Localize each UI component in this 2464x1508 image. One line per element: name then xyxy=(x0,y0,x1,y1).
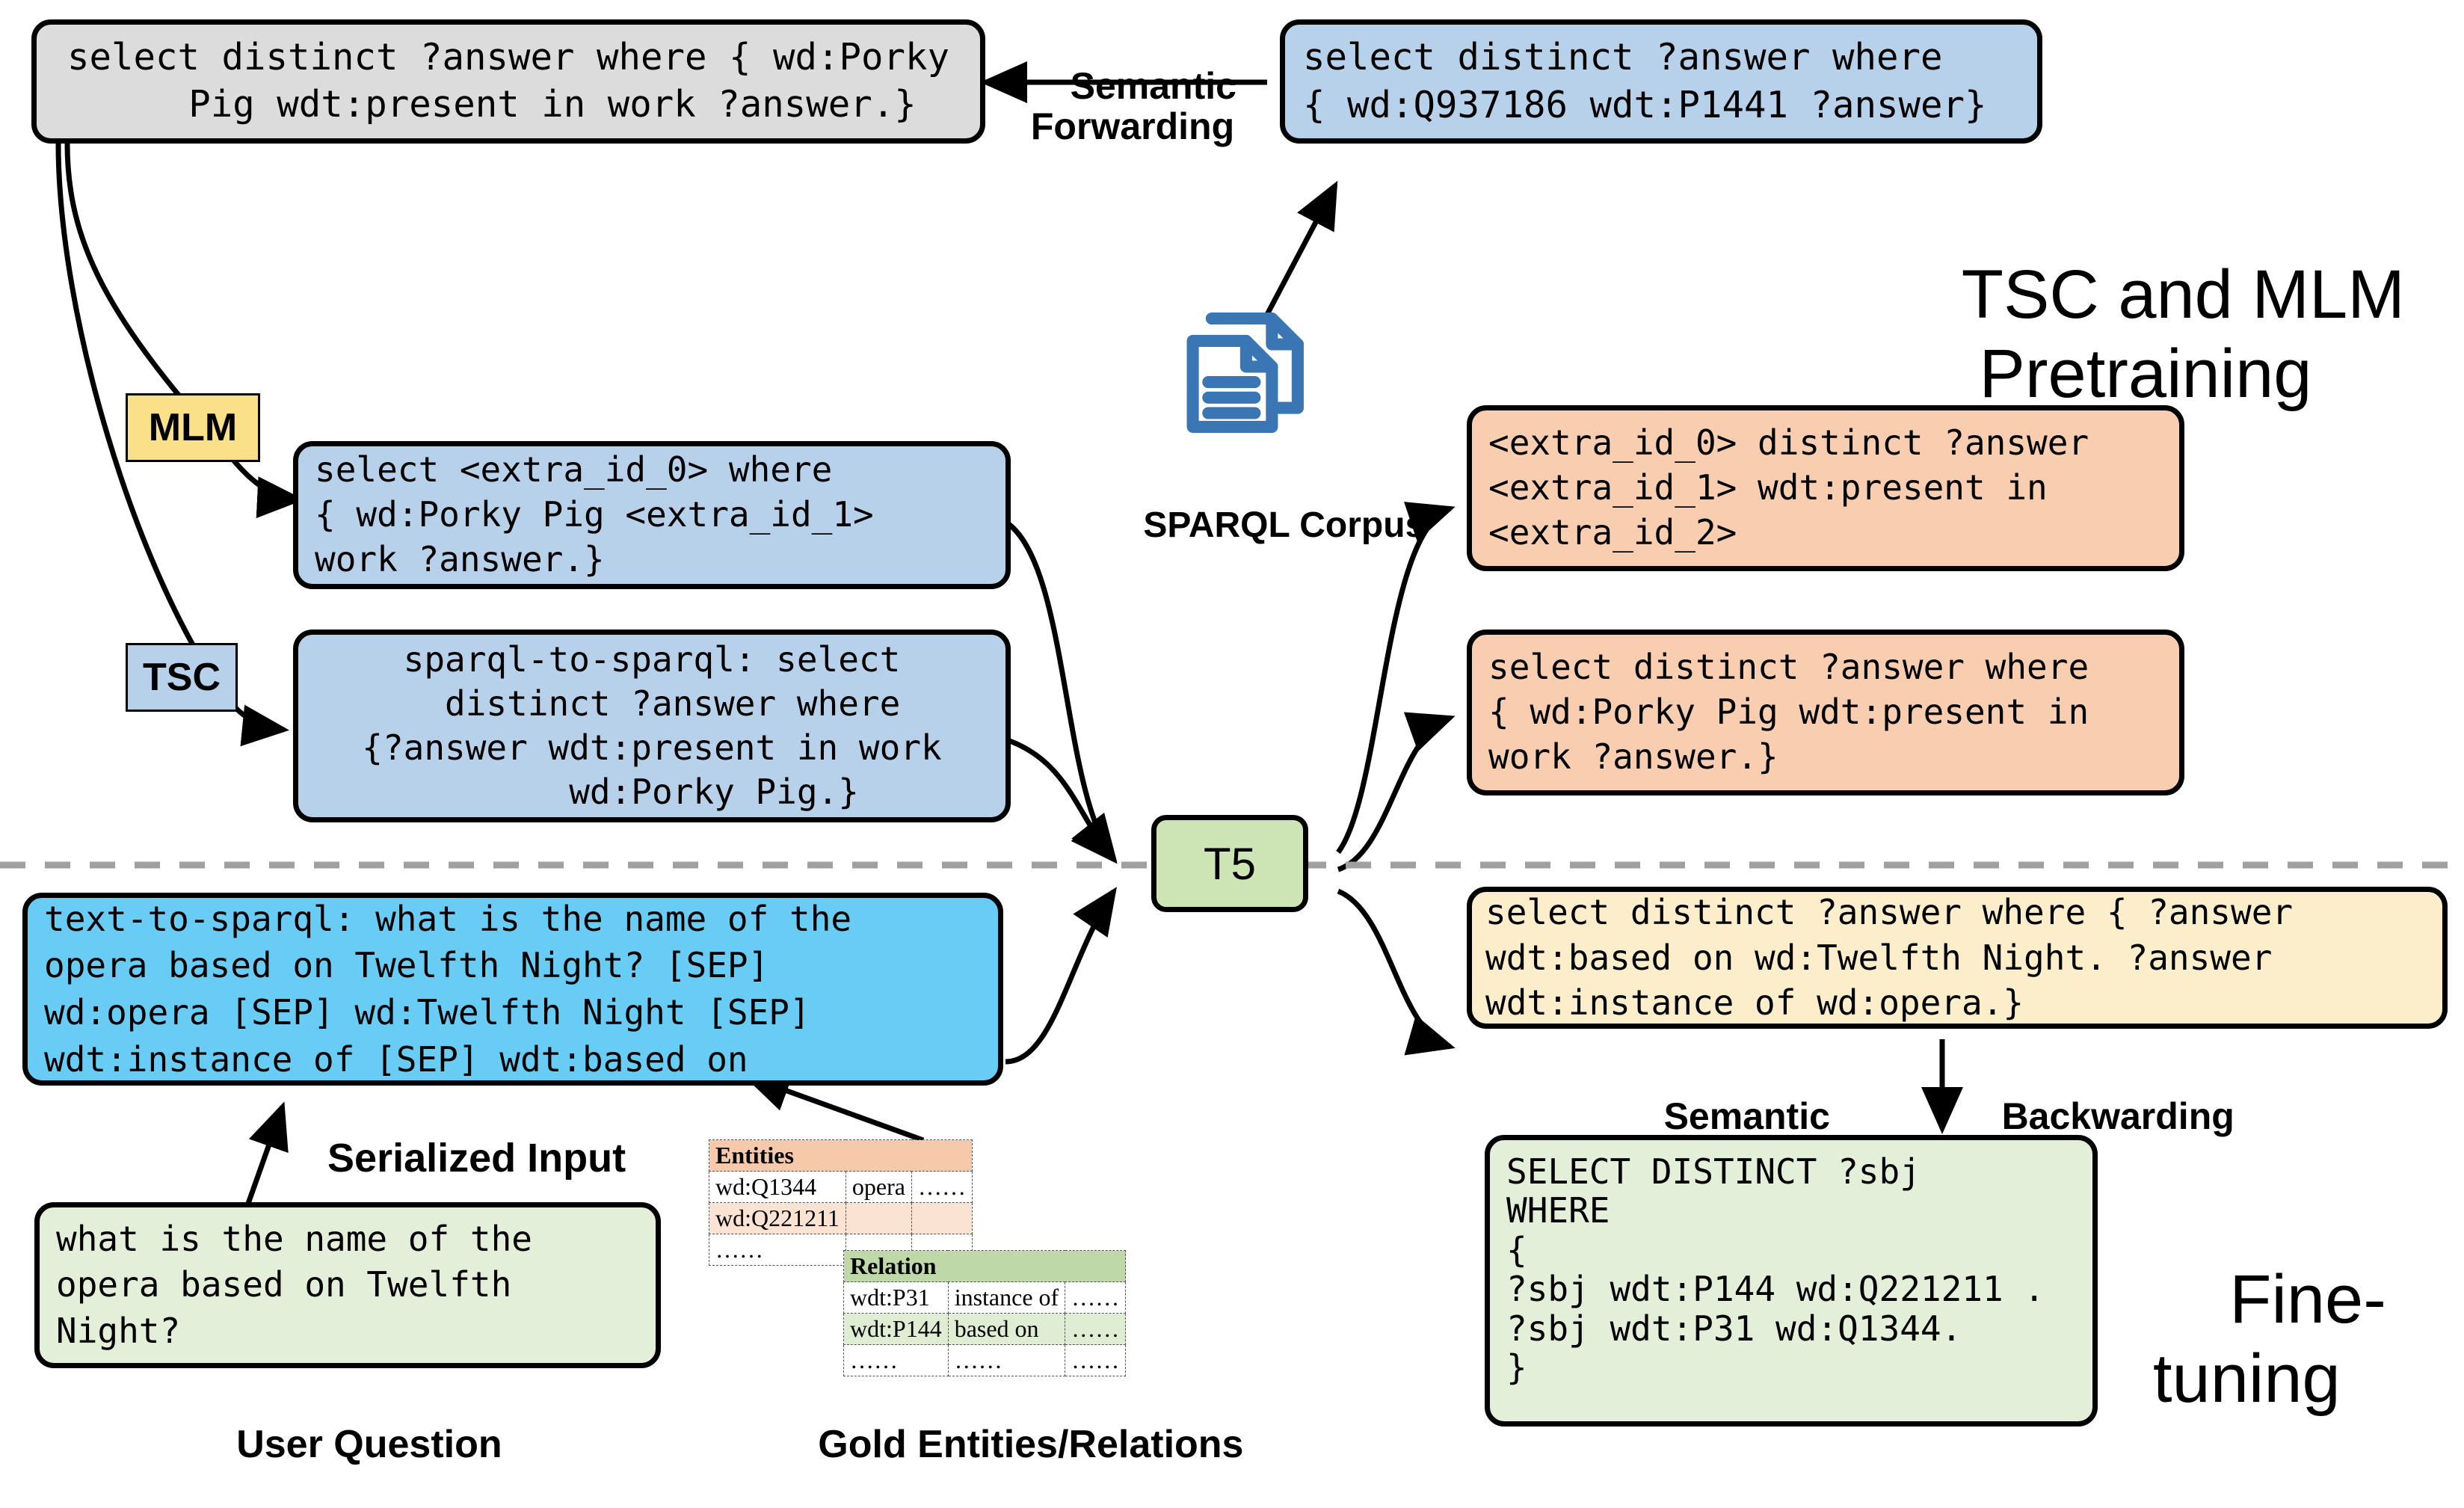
user-question-box: what is the name of the opera based on T… xyxy=(34,1202,661,1368)
semantic-forwarding-label: Semantic Forwarding xyxy=(1030,65,1236,147)
finetune-output-box: select distinct ?answer where { ?answer … xyxy=(1467,887,2448,1029)
tsc-badge-label: TSC xyxy=(143,656,221,699)
entity-id: …… xyxy=(709,1234,846,1266)
arrow-serialized-to-t5 xyxy=(1005,887,1117,1065)
forwarded-sparql-text: select distinct ?answer where { wd:Q9371… xyxy=(1303,36,1987,126)
table-row: wdt:P144 based on …… xyxy=(843,1313,1127,1345)
finetune-output-text: select distinct ?answer where { ?answer … xyxy=(1485,891,2294,1024)
arrow-tsc-to-t5 xyxy=(1006,737,1118,864)
sparql-corpus-icon xyxy=(1155,284,1327,456)
relation-header: Relation xyxy=(843,1250,1127,1282)
relation-more: …… xyxy=(1065,1344,1127,1376)
diagram-canvas: select distinct ?answer where { wd:Porky… xyxy=(0,19,2464,1465)
forwarded-sparql-box: select distinct ?answer where { wd:Q9371… xyxy=(1280,19,2042,144)
final-sparql-text: SELECT DISTINCT ?sbj WHERE { ?sbj wdt:P1… xyxy=(1506,1151,2045,1388)
relation-label: …… xyxy=(947,1344,1066,1376)
entities-header: Entities xyxy=(709,1139,973,1172)
mlm-badge-label: MLM xyxy=(148,406,238,449)
source-sparql-box: select distinct ?answer where { wd:Porky… xyxy=(31,19,985,144)
final-sparql-box: SELECT DISTINCT ?sbj WHERE { ?sbj wdt:P1… xyxy=(1485,1135,2098,1427)
tsc-badge: TSC xyxy=(126,643,238,712)
sparql-corpus-label: SPARQL Corpus xyxy=(1143,505,1426,545)
table-row: Relation xyxy=(843,1250,1127,1282)
relation-label: instance of xyxy=(947,1281,1066,1314)
entity-id: wd:Q1344 xyxy=(709,1171,846,1203)
arrow-gold-to-serialized xyxy=(742,1071,925,1143)
user-question-text: what is the name of the opera based on T… xyxy=(56,1218,532,1351)
relation-id: wdt:P144 xyxy=(843,1313,949,1345)
mlm-output-text: <extra_id_0> distinct ?answer <extra_id_… xyxy=(1488,422,2089,553)
finetuning-title: Fine- tuning xyxy=(2153,1261,2386,1417)
serialized-input-box: text-to-sparql: what is the name of the … xyxy=(22,893,1003,1086)
entity-id: wd:Q221211 xyxy=(709,1202,846,1234)
semantic-backwarding-right-label: Backwarding xyxy=(2001,1095,2234,1137)
entity-label: opera xyxy=(845,1171,912,1203)
mlm-output-box: <extra_id_0> distinct ?answer <extra_id_… xyxy=(1467,405,2184,571)
tsc-output-text: select distinct ?answer where { wd:Porky… xyxy=(1488,647,2089,777)
relation-more: …… xyxy=(1065,1313,1127,1345)
mlm-input-text: select <extra_id_0> where { wd:Porky Pig… xyxy=(315,449,874,579)
serialized-input-label: Serialized Input xyxy=(327,1136,626,1181)
entity-label xyxy=(845,1202,912,1234)
t5-node: T5 xyxy=(1151,815,1308,912)
relation-table: Relation wdt:P31 instance of …… wdt:P144… xyxy=(843,1250,1127,1376)
relation-label: based on xyxy=(947,1313,1066,1345)
table-row: wd:Q1344 opera …… xyxy=(709,1171,973,1203)
serialized-input-text: text-to-sparql: what is the name of the … xyxy=(44,898,852,1080)
source-sparql-text: select distinct ?answer where { wd:Porky… xyxy=(67,36,950,126)
entity-more: …… xyxy=(911,1171,973,1203)
tsc-output-box: select distinct ?answer where { wd:Porky… xyxy=(1467,630,2184,795)
relation-id: …… xyxy=(843,1344,949,1376)
semantic-backwarding-left-label: Semantic xyxy=(1663,1095,1830,1137)
table-row: wd:Q221211 xyxy=(709,1202,973,1234)
entities-table: Entities wd:Q1344 opera …… wd:Q221211 …… xyxy=(709,1139,973,1266)
table-row: wdt:P31 instance of …… xyxy=(843,1281,1127,1314)
mlm-input-box: select <extra_id_0> where { wd:Porky Pig… xyxy=(293,441,1011,589)
user-question-label: User Question xyxy=(236,1423,502,1467)
tsc-input-text: sparql-to-sparql: select distinct ?answe… xyxy=(362,639,942,812)
relation-id: wdt:P31 xyxy=(843,1281,949,1314)
entity-more xyxy=(911,1202,973,1234)
pretraining-title: TSC and MLM Pretraining xyxy=(1961,256,2405,412)
t5-label: T5 xyxy=(1203,838,1257,889)
gold-entities-relations-label: Gold Entities/Relations xyxy=(818,1423,1244,1467)
arrow-mlm-to-t5 xyxy=(1005,521,1118,863)
arrow-t5-to-tsc-output xyxy=(1337,712,1456,873)
table-row: Entities xyxy=(709,1139,973,1172)
relation-more: …… xyxy=(1065,1281,1127,1314)
tsc-input-box: sparql-to-sparql: select distinct ?answe… xyxy=(293,630,1011,822)
arrow-t5-to-finetune-output xyxy=(1337,888,1456,1056)
table-row: …… …… …… xyxy=(843,1344,1127,1376)
mlm-badge: MLM xyxy=(126,393,260,462)
